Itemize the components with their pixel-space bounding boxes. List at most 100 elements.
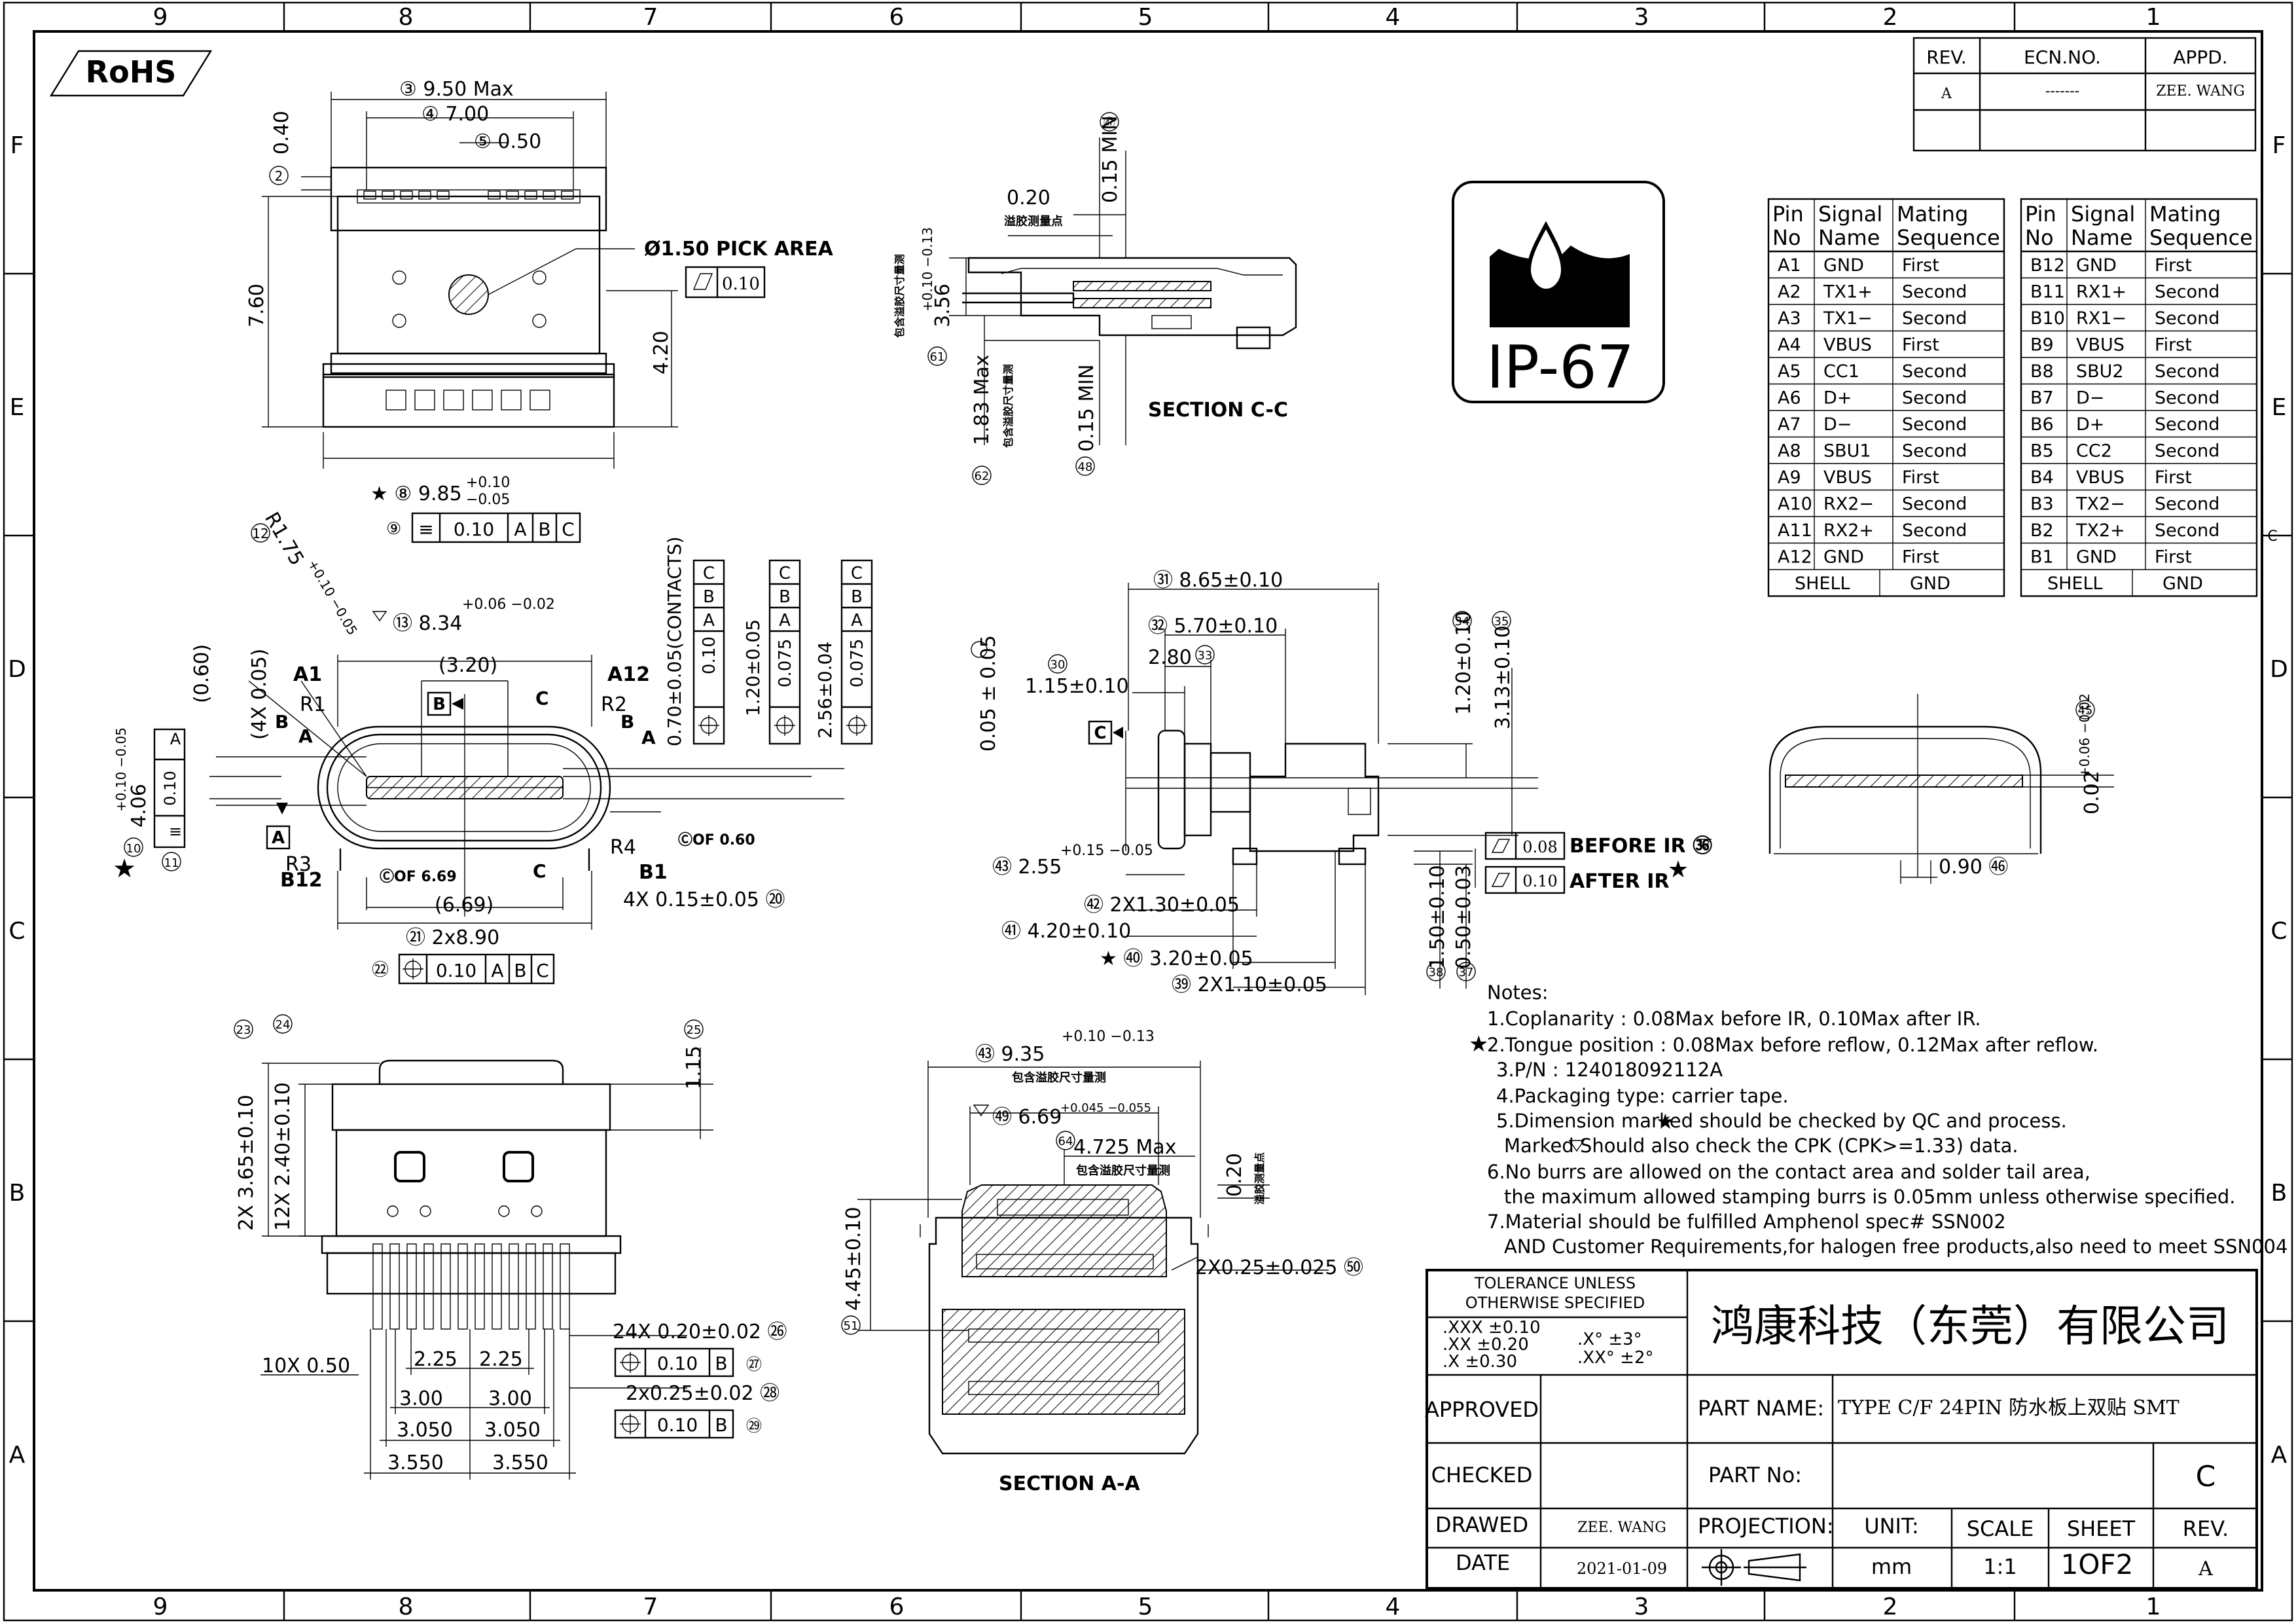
pin-table-cell: GND <box>2162 574 2203 594</box>
bottom-view: 2X 3.65±0.10 23 12X 2.40±0.10 24 1.15 25… <box>234 1014 787 1480</box>
pin-table-cell: Second <box>2155 388 2219 409</box>
svg-text:2021-01-09: 2021-01-09 <box>1577 1559 1667 1578</box>
svg-text:1: 1 <box>2146 1594 2161 1620</box>
pin-table-cell: Second <box>2155 361 2219 382</box>
svg-text:1:1: 1:1 <box>1983 1554 2017 1579</box>
svg-text:C: C <box>535 687 549 709</box>
svg-text:3.050: 3.050 <box>397 1419 453 1442</box>
svg-text:㊶ 4.20±0.10: ㊶ 4.20±0.10 <box>1001 920 1131 943</box>
svg-text:A: A <box>641 727 656 748</box>
svg-text:A: A <box>170 730 181 748</box>
svg-text:2: 2 <box>275 168 283 184</box>
svg-text:0.10: 0.10 <box>657 1414 698 1436</box>
svg-text:E: E <box>2272 394 2287 421</box>
svg-text:A: A <box>298 725 313 747</box>
pin-table-cell: First <box>1902 255 1939 276</box>
solder-tail <box>560 1243 570 1330</box>
svg-text:包含溢胶尺寸量测: 包含溢胶尺寸量测 <box>1002 364 1014 448</box>
pin-table-cell: GND <box>1910 574 1950 594</box>
svg-text:.XX° ±2°: .XX° ±2° <box>1577 1348 1653 1368</box>
svg-text:DRAWED: DRAWED <box>1435 1512 1528 1537</box>
svg-text:2.25: 2.25 <box>414 1348 457 1371</box>
svg-text:24: 24 <box>276 1018 291 1032</box>
svg-text:SCALE: SCALE <box>1967 1516 2034 1541</box>
svg-text:1.Coplanarity : 0.08Max before: 1.Coplanarity : 0.08Max before IR, 0.10M… <box>1487 1008 1981 1030</box>
pin-table-header: Mating <box>2149 202 2221 227</box>
svg-text:2x0.25±0.02 ㉘: 2x0.25±0.02 ㉘ <box>626 1382 780 1405</box>
svg-text:A: A <box>514 519 526 540</box>
svg-text:C: C <box>2196 1460 2216 1493</box>
svg-text:23: 23 <box>236 1023 251 1037</box>
pin-table-cell: B4 <box>2030 467 2054 488</box>
svg-text:㊼: ㊼ <box>1103 117 1115 130</box>
svg-text:+0.10 −0.05: +0.10 −0.05 <box>305 557 361 638</box>
svg-text:0.10: 0.10 <box>1522 872 1557 890</box>
pin-table-cell: B8 <box>2030 361 2054 382</box>
svg-text:35: 35 <box>1494 615 1509 629</box>
svg-text:30: 30 <box>1050 658 1066 672</box>
svg-text:B: B <box>9 1180 26 1207</box>
pin-table-cell: A5 <box>1778 361 1801 382</box>
svg-text:6: 6 <box>889 4 905 31</box>
svg-text:B: B <box>779 587 791 607</box>
svg-text:4.725 Max: 4.725 Max <box>1073 1136 1176 1159</box>
pin-table-cell: TX2+ <box>2075 520 2125 541</box>
svg-text:B: B <box>514 960 526 981</box>
svg-text:0.10: 0.10 <box>722 274 760 294</box>
pin-table-cell: A7 <box>1778 414 1801 435</box>
svg-text:C: C <box>533 860 547 882</box>
svg-text:APPROVED: APPROVED <box>1425 1397 1539 1422</box>
svg-text:C: C <box>9 918 25 945</box>
pin-table-cell: A3 <box>1778 308 1801 329</box>
svg-text:㉑ 2x8.90: ㉑ 2x8.90 <box>406 926 499 949</box>
pin-table-header: Signal <box>2071 202 2135 227</box>
svg-text:RoHS: RoHS <box>86 54 177 90</box>
svg-text:REV.: REV. <box>1926 46 1967 68</box>
svg-text:+0.15 −0.05: +0.15 −0.05 <box>1060 843 1153 859</box>
svg-text:33: 33 <box>1198 649 1213 663</box>
pin-table-cell: RX2+ <box>1823 520 1874 541</box>
svg-text:0.15 MIN: 0.15 MIN <box>1075 364 1098 452</box>
svg-text:C: C <box>562 519 575 540</box>
svg-text:AFTER IR: AFTER IR <box>1570 870 1669 893</box>
pin-table-cell: GND <box>1823 547 1864 568</box>
svg-text:0.10: 0.10 <box>454 519 494 540</box>
svg-text:12: 12 <box>252 526 268 541</box>
pin-table-cell: VBUS <box>2076 467 2125 488</box>
svg-text:2.Tongue position : 0.08Max be: 2.Tongue position : 0.08Max before reflo… <box>1487 1034 2098 1056</box>
svg-text:Notes:: Notes: <box>1487 981 1549 1004</box>
svg-text:REV.: REV. <box>2183 1516 2229 1541</box>
svg-text:Marked Should also check t: Marked Should also check the CPK (CPK>=1… <box>1504 1135 2018 1157</box>
svg-text:C: C <box>1094 723 1106 743</box>
pin-table-cell: TX1+ <box>1823 282 1873 302</box>
svg-text:12X 2.40±0.10: 12X 2.40±0.10 <box>272 1082 295 1231</box>
svg-text:PART No:: PART No: <box>1708 1463 1802 1487</box>
svg-text:+0.10: +0.10 <box>466 475 510 491</box>
svg-text:B1: B1 <box>639 861 668 884</box>
svg-text:.X ±0.30: .X ±0.30 <box>1443 1352 1517 1372</box>
pin-table-cell: RX1− <box>2076 308 2126 329</box>
svg-text:3: 3 <box>1634 1594 1649 1620</box>
svg-text:+0.06 −0.02: +0.06 −0.02 <box>462 596 555 613</box>
svg-text:★: ★ <box>113 854 136 884</box>
svg-text:A12: A12 <box>607 663 650 686</box>
svg-text:TYPE C/F 24PIN 防水板上双贴 SMT: TYPE C/F 24PIN 防水板上双贴 SMT <box>1838 1396 2179 1419</box>
svg-text:A: A <box>272 828 285 848</box>
pin-table-cell: TX1− <box>1823 308 1873 329</box>
svg-text:㉗: ㉗ <box>746 1355 762 1374</box>
svg-text:3.56: 3.56 <box>931 283 954 327</box>
svg-text:D: D <box>2270 656 2288 683</box>
svg-text:51: 51 <box>844 1319 859 1333</box>
svg-text:0.20: 0.20 <box>1223 1153 1246 1197</box>
svg-text:㉛ 8.65±0.10: ㉛ 8.65±0.10 <box>1153 569 1283 592</box>
svg-text:A: A <box>9 1442 26 1468</box>
pin-table-header: Sequence <box>1897 225 2000 250</box>
svg-text:1.15: 1.15 <box>683 1046 706 1089</box>
svg-text:★: ★ <box>1668 856 1689 883</box>
pin-table-cell: D+ <box>1823 388 1852 409</box>
svg-text:9: 9 <box>153 1594 168 1620</box>
solder-tail <box>526 1243 536 1330</box>
section-cc: 0.20 溢胶测量点 0.15 MIN ㊼ 3.56 +0.10 −0.13 包… <box>893 112 1297 485</box>
svg-text:④ 7.00: ④ 7.00 <box>422 103 489 126</box>
